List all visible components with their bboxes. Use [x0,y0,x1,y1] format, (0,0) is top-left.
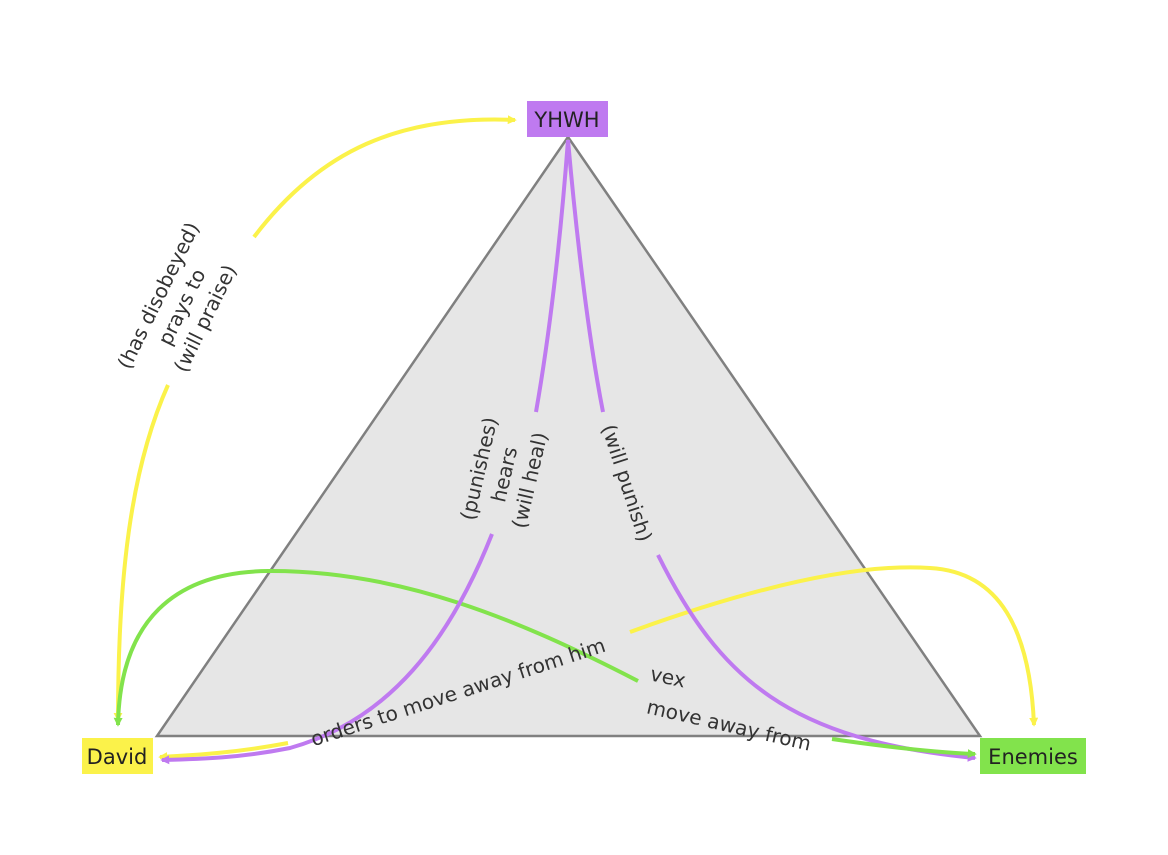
arrow-yhwh-to-david-lower [160,533,494,765]
arrow-david-orders-enemies [629,565,1039,727]
arrow-yhwh-to-david-upper [534,139,570,413]
label-david-to-yhwh: (has disobeyed) prays to (will praise) [112,218,241,376]
node-david-label: David [87,745,148,769]
node-yhwh[interactable]: YHWH [527,101,608,137]
arrow-yhwh-to-enemies-upper [566,139,605,413]
arrow-move-away-enemies [831,737,977,759]
node-david[interactable]: David [82,738,153,774]
arrow-enemies-vex-david [113,568,639,727]
arrow-david-to-yhwh-upper [252,115,517,239]
arrow-david-orders-start [158,741,289,762]
node-enemies-label: Enemies [988,745,1078,769]
node-enemies[interactable]: Enemies [980,738,1086,774]
node-yhwh-label: YHWH [533,108,599,132]
arrow-to-david-yellow [113,384,170,722]
